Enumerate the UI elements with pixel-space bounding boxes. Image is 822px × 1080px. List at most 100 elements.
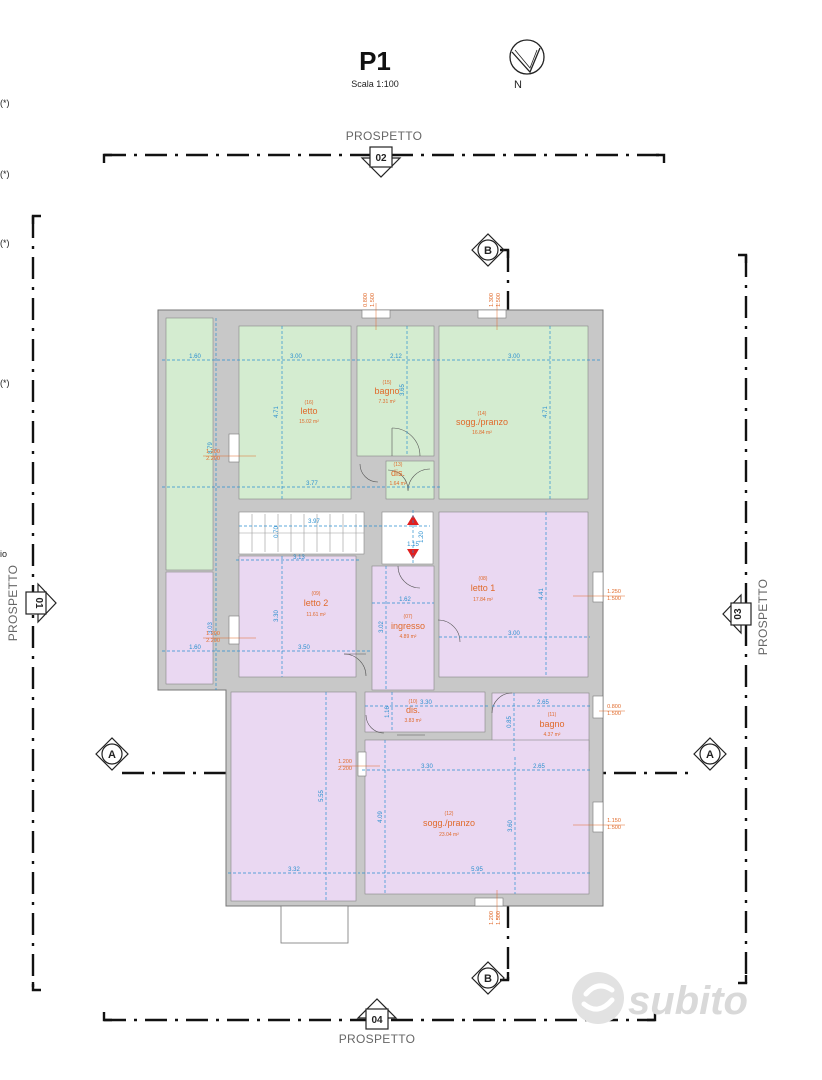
svg-text:1.300: 1.300 [489, 293, 495, 307]
svg-text:4.71: 4.71 [274, 406, 280, 418]
svg-text:1.500: 1.500 [607, 825, 621, 831]
svg-text:3.50: 3.50 [298, 645, 310, 651]
section-marker-a-left: A [95, 737, 129, 771]
svg-text:A: A [108, 749, 116, 761]
svg-text:bagno: bagno [374, 386, 399, 396]
svg-text:1.15: 1.15 [407, 542, 419, 548]
svg-text:B: B [484, 973, 492, 985]
svg-text:01: 01 [33, 597, 44, 609]
svg-text:3.00: 3.00 [290, 354, 302, 360]
svg-text:0.800: 0.800 [607, 704, 621, 710]
prospect-marker-bottom: 04 [356, 998, 398, 1030]
prospect-label-right: PROSPETTO [756, 579, 770, 656]
svg-text:1.200: 1.200 [338, 759, 352, 765]
svg-text:(15): (15) [383, 380, 392, 386]
svg-text:1.150: 1.150 [607, 818, 621, 824]
left-mark: (*) [0, 169, 10, 179]
prospect-marker-right: 03 [722, 593, 752, 635]
svg-text:1.64 m²: 1.64 m² [390, 481, 407, 487]
prospect-label-left: PROSPETTO [6, 565, 20, 642]
stair-treads [239, 514, 364, 552]
svg-text:02: 02 [375, 153, 387, 164]
svg-text:2.200: 2.200 [206, 638, 220, 644]
svg-text:sogg./pranzo: sogg./pranzo [423, 818, 475, 828]
svg-text:3.30: 3.30 [420, 700, 432, 706]
svg-text:1.200: 1.200 [206, 449, 220, 455]
svg-text:16.84 m²: 16.84 m² [472, 430, 492, 436]
svg-text:ingresso: ingresso [391, 621, 425, 631]
svg-text:2.200: 2.200 [338, 766, 352, 772]
dimension-lines [162, 318, 600, 900]
room-label-dis-top: (13) dis. 1.64 m² [390, 462, 407, 487]
svg-text:3.65: 3.65 [400, 384, 406, 396]
window-labels: 0.800 1.500 1.300 1.500 1.200 2.200 1.20… [206, 293, 621, 925]
room-balcony-bottom [165, 571, 214, 685]
svg-text:4.37 m²: 4.37 m² [544, 732, 561, 738]
svg-text:2.65: 2.65 [537, 700, 549, 706]
dimension-labels: 1.60 3.00 2.12 3.00 4.71 3.65 4.71 8.79 … [189, 354, 549, 873]
svg-text:dis.: dis. [406, 705, 420, 715]
svg-text:1.250: 1.250 [607, 589, 621, 595]
front-step [280, 905, 349, 944]
section-marker-a-right: A [693, 737, 727, 771]
svg-text:2.12: 2.12 [390, 354, 402, 360]
svg-text:(16): (16) [305, 400, 314, 406]
svg-text:1.500: 1.500 [607, 711, 621, 717]
svg-text:letto: letto [300, 406, 317, 416]
svg-text:11.61 m²: 11.61 m² [306, 612, 326, 618]
left-mark: io [0, 549, 7, 559]
svg-text:1.60: 1.60 [189, 645, 201, 651]
watermark-text: subito [628, 979, 748, 1023]
stair-arrow-down-icon [407, 549, 419, 559]
svg-text:B: B [484, 245, 492, 257]
svg-text:1.200: 1.200 [489, 911, 495, 925]
svg-text:3.77: 3.77 [306, 481, 318, 487]
svg-text:(12): (12) [445, 811, 454, 817]
svg-text:4.41: 4.41 [539, 588, 545, 600]
svg-text:3.30: 3.30 [274, 610, 280, 622]
svg-text:1.200: 1.200 [206, 631, 220, 637]
svg-text:2.200: 2.200 [206, 456, 220, 462]
svg-text:dis.: dis. [391, 468, 405, 478]
svg-text:1.60: 1.60 [189, 354, 201, 360]
left-mark: (*) [0, 98, 10, 108]
svg-text:3.03: 3.03 [208, 622, 214, 634]
room-label-letto1: (08) letto 1 17.84 m² [471, 576, 496, 603]
svg-text:3.13: 3.13 [293, 555, 305, 561]
svg-text:sogg./pranzo: sogg./pranzo [456, 417, 508, 427]
svg-text:4.09: 4.09 [378, 811, 384, 823]
svg-text:letto 2: letto 2 [304, 598, 329, 608]
svg-text:3.32: 3.32 [288, 867, 300, 873]
svg-text:15.02 m²: 15.02 m² [299, 419, 319, 425]
svg-text:4.89 m²: 4.89 m² [400, 634, 417, 640]
svg-text:3.02: 3.02 [379, 621, 385, 633]
svg-text:3.00: 3.00 [508, 631, 520, 637]
svg-text:23.04 m²: 23.04 m² [439, 832, 459, 838]
svg-text:5.55: 5.55 [319, 790, 325, 802]
room-sogg-top [438, 325, 589, 500]
watermark: subito [572, 972, 748, 1024]
prospect-corners [31, 153, 748, 1022]
svg-text:1.500: 1.500 [607, 596, 621, 602]
svg-text:17.84 m²: 17.84 m² [473, 597, 493, 603]
room-bagno-top [356, 325, 435, 457]
svg-text:1.62: 1.62 [399, 597, 411, 603]
svg-text:(14): (14) [478, 411, 487, 417]
room-dis-top [385, 460, 435, 500]
svg-text:03: 03 [733, 608, 744, 620]
left-mark: (*) [0, 378, 10, 388]
landing [381, 511, 434, 565]
svg-text:3.00: 3.00 [508, 354, 520, 360]
svg-text:3.60: 3.60 [508, 820, 514, 832]
svg-text:0.70: 0.70 [274, 526, 280, 538]
svg-text:1.20: 1.20 [419, 531, 425, 543]
room-label-bagno-mid: (11) bagno 4.37 m² [539, 712, 564, 738]
svg-text:2.65: 2.65 [533, 764, 545, 770]
prospect-label-top: PROSPETTO [346, 129, 423, 143]
plan-scale: Scala 1:100 [351, 79, 399, 89]
room-dis-mid [364, 691, 486, 733]
svg-text:8.79: 8.79 [208, 442, 214, 454]
svg-text:1.16: 1.16 [385, 706, 391, 718]
svg-text:A: A [706, 749, 714, 761]
svg-text:0.800: 0.800 [363, 293, 369, 307]
